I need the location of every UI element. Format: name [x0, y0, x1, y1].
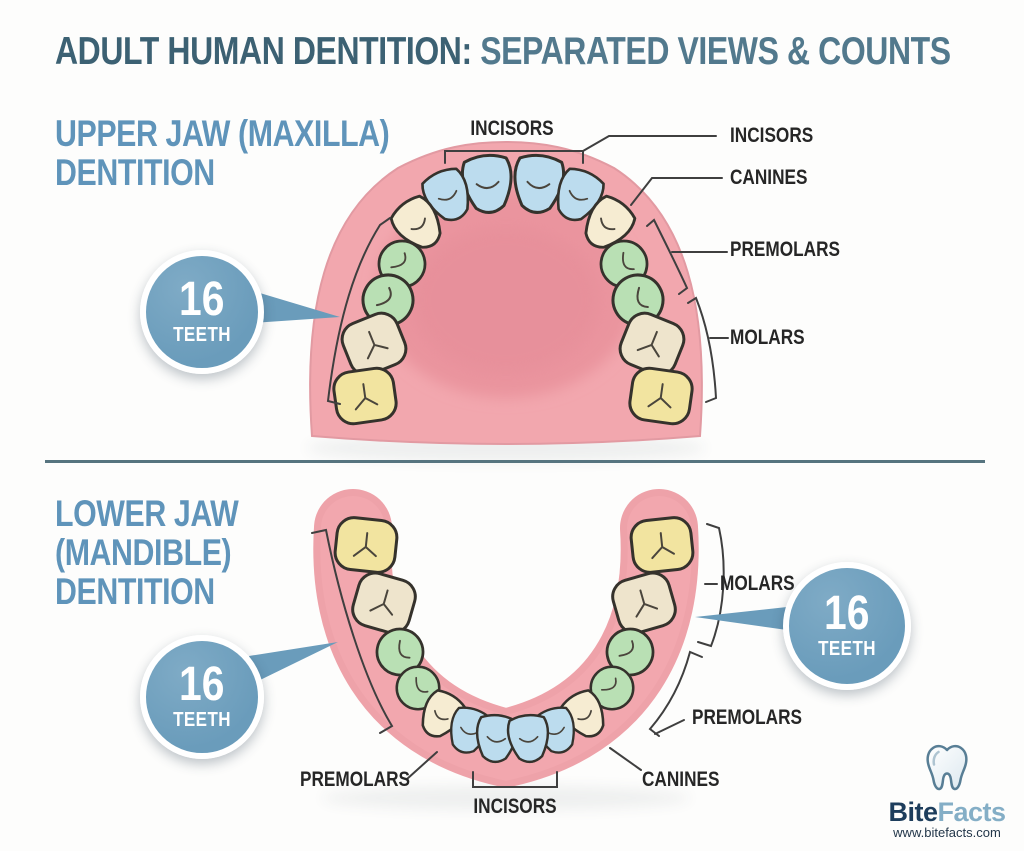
label-lower-molars: MOLARS [720, 572, 795, 595]
upper-teeth-count-badge: 16 TEETH [140, 250, 264, 374]
lower-jaw-illustration [313, 489, 699, 789]
brand-website: www.bitefacts.com [893, 825, 1001, 840]
upper-badge-pointer [253, 291, 340, 323]
section-divider [45, 460, 985, 463]
lower-teeth-count-badge-left: 16 TEETH [140, 635, 264, 759]
tooth [627, 514, 697, 576]
tooth-icon [926, 744, 968, 791]
lower-jaw-heading: LOWER JAW (MANDIBLE) DENTITION [55, 493, 239, 612]
lower-right-badge-pointer [695, 607, 787, 630]
label-lower-premolars-left: PREMOLARS [300, 768, 411, 791]
label-upper-molars: MOLARS [730, 326, 805, 349]
tooth [330, 364, 400, 428]
label-upper-premolars: PREMOLARS [730, 238, 841, 261]
upper-jaw-heading: UPPER JAW (MAXILLA) DENTITION [55, 113, 390, 193]
label-upper-incisors-right: INCISORS [730, 124, 814, 147]
label-upper-incisors-top: INCISORS [470, 117, 554, 140]
lower-annotation-lines [249, 523, 787, 788]
label-lower-canines: CANINES [642, 768, 720, 791]
title-part2: SEPARATED VIEWS & COUNTS [480, 30, 951, 73]
page-title: ADULT HUMAN DENTITION: SEPARATED VIEWS &… [55, 30, 1024, 74]
lower-left-badge-pointer [249, 642, 338, 682]
label-lower-premolars-right: PREMOLARS [692, 706, 803, 729]
tooth [626, 364, 696, 428]
label-lower-incisors: INCISORS [473, 795, 557, 818]
brand-name: BiteFacts [888, 797, 1006, 827]
brand-logo: BiteFacts www.bitefacts.com [877, 742, 1017, 840]
lower-teeth-count-badge-right: 16 TEETH [783, 562, 911, 690]
label-upper-canines: CANINES [730, 166, 808, 189]
upper-jaw-illustration [309, 140, 703, 445]
title-part1: ADULT HUMAN DENTITION: [55, 30, 472, 73]
upper-annotation-lines [253, 135, 729, 405]
tooth [331, 514, 401, 576]
